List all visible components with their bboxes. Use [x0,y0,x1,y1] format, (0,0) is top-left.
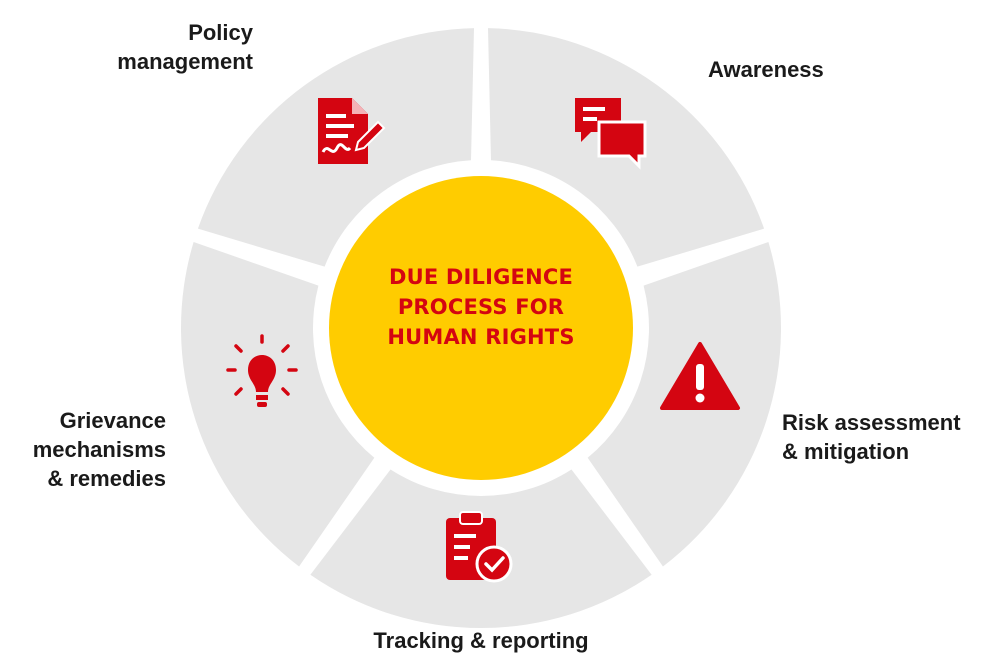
center-circle [329,176,633,480]
label-awareness: Awareness [708,55,824,84]
label-line: Grievance [59,408,166,433]
document-signature-icon [318,98,386,164]
ring-segment-tracking [181,241,375,567]
label-line: mechanisms [32,437,166,462]
label-grievance-mechanisms: Grievance mechanisms & remedies [33,406,166,493]
label-line: Policy [188,20,253,45]
center-title: DUE DILIGENCE PROCESS FOR HUMAN RIGHTS [361,262,601,352]
label-tracking-reporting: Tracking & reporting [361,626,601,655]
warning-triangle-icon [660,342,740,410]
center-title-line: DUE DILIGENCE [388,265,574,289]
label-line: & remedies [47,466,166,491]
label-line: & mitigation [782,439,910,464]
lightbulb-icon [226,334,298,407]
center-title-line: PROCESS FOR [397,295,565,319]
center-title-line: HUMAN RIGHTS [387,325,575,349]
chat-bubbles-icon [575,98,647,170]
label-policy-management: Policy management [117,18,253,76]
label-risk-assessment: Risk assessment & mitigation [782,408,961,466]
label-line: Awareness [708,57,824,82]
label-line: management [117,49,253,74]
clipboard-check-icon [446,511,513,583]
label-line: Risk assessment [782,410,961,435]
label-line: Tracking & reporting [373,628,589,653]
